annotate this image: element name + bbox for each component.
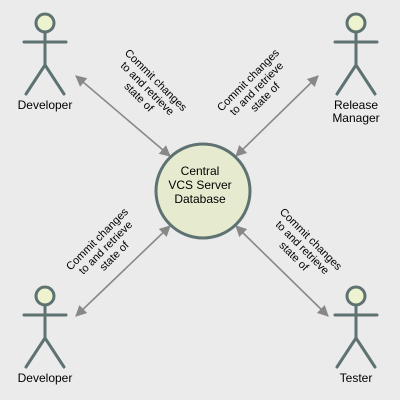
actor-label-tester: Tester (339, 371, 373, 385)
actor-label-release-manager: Release Manager (332, 98, 380, 125)
central-server-label: Central VCS Server Database (168, 164, 232, 206)
actor-icon-tester (333, 285, 379, 369)
actor-icon-developer-bottom (22, 285, 68, 369)
actor-icon-developer-top (22, 12, 68, 96)
edge-arrow-release-manager (235, 75, 319, 157)
actor-label-developer-bottom: Developer (17, 371, 73, 385)
edge-arrow-developer-bottom (75, 225, 171, 317)
actor-label-developer-top: Developer (17, 98, 73, 112)
actor-icon-release-manager (333, 12, 379, 96)
edge-arrow-tester (235, 225, 329, 317)
edge-arrow-developer-top (75, 75, 171, 157)
central-server-circle (154, 142, 252, 240)
